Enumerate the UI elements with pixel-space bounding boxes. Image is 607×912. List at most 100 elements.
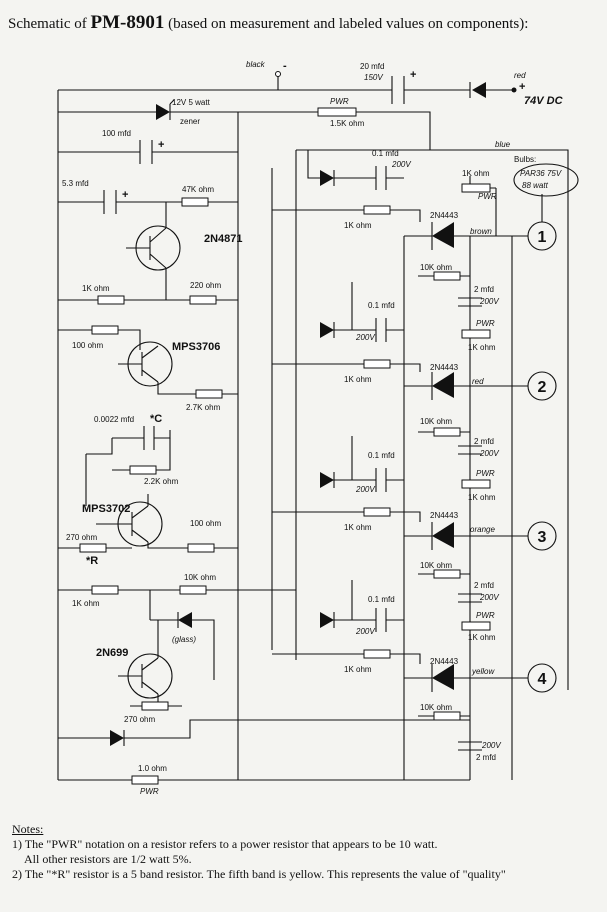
- zener-type: zener: [180, 117, 200, 126]
- label-2n699: 2N699: [96, 647, 128, 659]
- bulbs-watt: 88 watt: [522, 181, 549, 190]
- c0022-r22k: 0.0022 mfd *C 2.2K ohm: [85, 413, 179, 506]
- ch4-c2: 2 mfd: [474, 581, 494, 590]
- bottom-rail: 1.0 ohm PWR: [58, 719, 470, 796]
- channel-3: 10K ohm 2 mfd 200V PWR 1K ohm 0.1 mfd 20…: [272, 417, 557, 551]
- note-1b: All other resistors are 1/2 watt 5%.: [24, 852, 192, 866]
- r47k-label: 47K ohm: [182, 185, 214, 194]
- bulb-2-num: 2: [538, 379, 547, 396]
- ch2-r10k: 10K ohm: [420, 263, 452, 272]
- ch4-color: yellow: [471, 667, 495, 676]
- ch2-c2-v: 200V: [479, 297, 499, 306]
- c0022-label: 0.0022 mfd: [94, 415, 134, 424]
- transistor-mps3706: MPS3706 2.7K ohm: [118, 341, 238, 412]
- r22k-label: 2.2K ohm: [144, 477, 179, 486]
- r270-label: 270 ohm: [66, 533, 97, 542]
- r270b-label: 270 ohm: [124, 715, 155, 724]
- schematic-diagram: black - 20 mfd 150V + red + 74V DC 12V 5…: [57, 60, 579, 796]
- r1k-r220: 1K ohm 220 ohm 100 ohm: [58, 281, 238, 350]
- ch3-pwr: PWR: [476, 469, 495, 478]
- bottom-c2-v: 200V: [481, 741, 501, 750]
- label-mps3702: MPS3702: [82, 503, 130, 515]
- bulb-2-icon: [527, 371, 557, 401]
- title-suffix: (based on measurement and labeled values…: [168, 16, 529, 32]
- transistor-2n4871: 2N4871: [126, 202, 243, 300]
- note-2: 2) The "*R" resistor is a 5 band resisto…: [12, 867, 506, 881]
- ch3-c2: 2 mfd: [474, 437, 494, 446]
- label-mps3706: MPS3706: [172, 341, 220, 353]
- bulbs-legend: Bulbs: PAR36 75V 88 watt: [513, 155, 579, 222]
- notes-heading: Notes:: [12, 822, 44, 836]
- ch2-c2: 2 mfd: [474, 285, 494, 294]
- c100-label: 100 mfd: [102, 129, 131, 138]
- minus-label: -: [283, 60, 287, 72]
- power-input: black - 20 mfd 150V + red + 74V DC: [58, 60, 564, 107]
- zener-rating: 12V 5 watt: [172, 98, 211, 107]
- ch3-pwr-r: 1K ohm: [468, 493, 496, 502]
- r100-label: 100 ohm: [72, 341, 103, 350]
- ch3-color: orange: [470, 525, 495, 534]
- bulbs-label: Bulbs:: [514, 155, 536, 164]
- ch1-top-tag: PWR: [478, 192, 497, 201]
- r27k-label: 2.7K ohm: [186, 403, 221, 412]
- cap20-plus: +: [410, 69, 416, 81]
- plus-label: +: [519, 81, 525, 93]
- transistor-2n699: (glass) 2N699 270 ohm: [96, 590, 215, 724]
- cap20-label: 20 mfd: [360, 62, 384, 71]
- bottom-c2: 2 mfd: [476, 753, 496, 762]
- bulb-1-num: 1: [538, 229, 547, 246]
- ch2-cap-v: 200V: [355, 333, 375, 342]
- bottom-channel: 10K ohm 200V 2 mfd: [418, 703, 501, 762]
- ch4-scr: 2N4443: [430, 657, 459, 666]
- ch3-cap-label: 0.1 mfd: [368, 451, 395, 460]
- glass-label: (glass): [172, 635, 196, 644]
- transistor-mps3702: MPS3702 100 ohm 270 ohm *R: [58, 494, 238, 567]
- ch4-c2-v: 200V: [479, 593, 499, 602]
- cap20-voltage: 150V: [364, 73, 383, 82]
- bulb-3-icon: [527, 521, 557, 551]
- pwr-top-value: 1.5K ohm: [330, 119, 365, 128]
- left-bus: 100 mfd + 5.3 mfd + 47K ohm: [57, 90, 239, 780]
- ch3-scr: 2N4443: [430, 511, 459, 520]
- r1ohm-label: 1.0 ohm: [138, 764, 167, 773]
- note-1: 1) The "PWR" notation on a resistor refe…: [12, 837, 438, 851]
- bulb-4-num: 4: [538, 671, 547, 688]
- ch3-c2-v: 200V: [479, 449, 499, 458]
- ch2-color: red: [472, 377, 484, 386]
- bulbs-type: PAR36 75V: [520, 169, 562, 178]
- bulb-3-num: 3: [538, 529, 547, 546]
- channel-1: 0.1 mfd 200V 1K ohm 2N4443 brown 1K ohm …: [272, 149, 557, 251]
- channel-4: 10K ohm 2 mfd 200V PWR 1K ohm 0.1 mfd 20…: [272, 561, 557, 693]
- ch3-r1k: 1K ohm: [344, 523, 372, 532]
- ch1-r1k: 1K ohm: [344, 221, 372, 230]
- ch2-cap-label: 0.1 mfd: [368, 301, 395, 310]
- pwr-top-tag: PWR: [330, 97, 349, 106]
- r10k-label: 10K ohm: [184, 573, 216, 582]
- title-prefix: Schematic of: [8, 16, 87, 32]
- ch3-cap-v: 200V: [355, 485, 375, 494]
- ch2-pwr-r: 1K ohm: [468, 343, 496, 352]
- bulb-4-icon: [527, 663, 557, 693]
- r100b-label: 100 ohm: [190, 519, 221, 528]
- ch4-pwr-r: 1K ohm: [468, 633, 496, 642]
- ch1-cap-label: 0.1 mfd: [372, 149, 399, 158]
- ch4-cap-label: 0.1 mfd: [368, 595, 395, 604]
- bottom-r10k: 10K ohm: [420, 703, 452, 712]
- starR-label: *R: [86, 555, 98, 567]
- r1k-b-label: 1K ohm: [72, 599, 100, 608]
- ch4-r10k: 10K ohm: [420, 561, 452, 570]
- c100-plus: +: [158, 139, 164, 151]
- ch1-cap-v: 200V: [391, 160, 411, 169]
- c53-plus: +: [122, 189, 128, 201]
- r1k-a-label: 1K ohm: [82, 284, 110, 293]
- ch3-r10k: 10K ohm: [420, 417, 452, 426]
- ch4-pwr: PWR: [476, 611, 495, 620]
- title-model: PM-8901: [90, 12, 165, 33]
- black-label: black: [246, 60, 266, 69]
- r1k-r10k-row: 1K ohm 10K ohm: [58, 573, 296, 608]
- zener-rail: 12V 5 watt zener PWR 1.5K ohm blue: [58, 97, 569, 690]
- channel-2: 10K ohm 2 mfd 200V PWR 1K ohm 0.1 mfd 20…: [272, 263, 557, 401]
- ch2-r1k: 1K ohm: [344, 375, 372, 384]
- r1ohm-tag: PWR: [140, 787, 159, 796]
- ch4-r1k: 1K ohm: [344, 665, 372, 674]
